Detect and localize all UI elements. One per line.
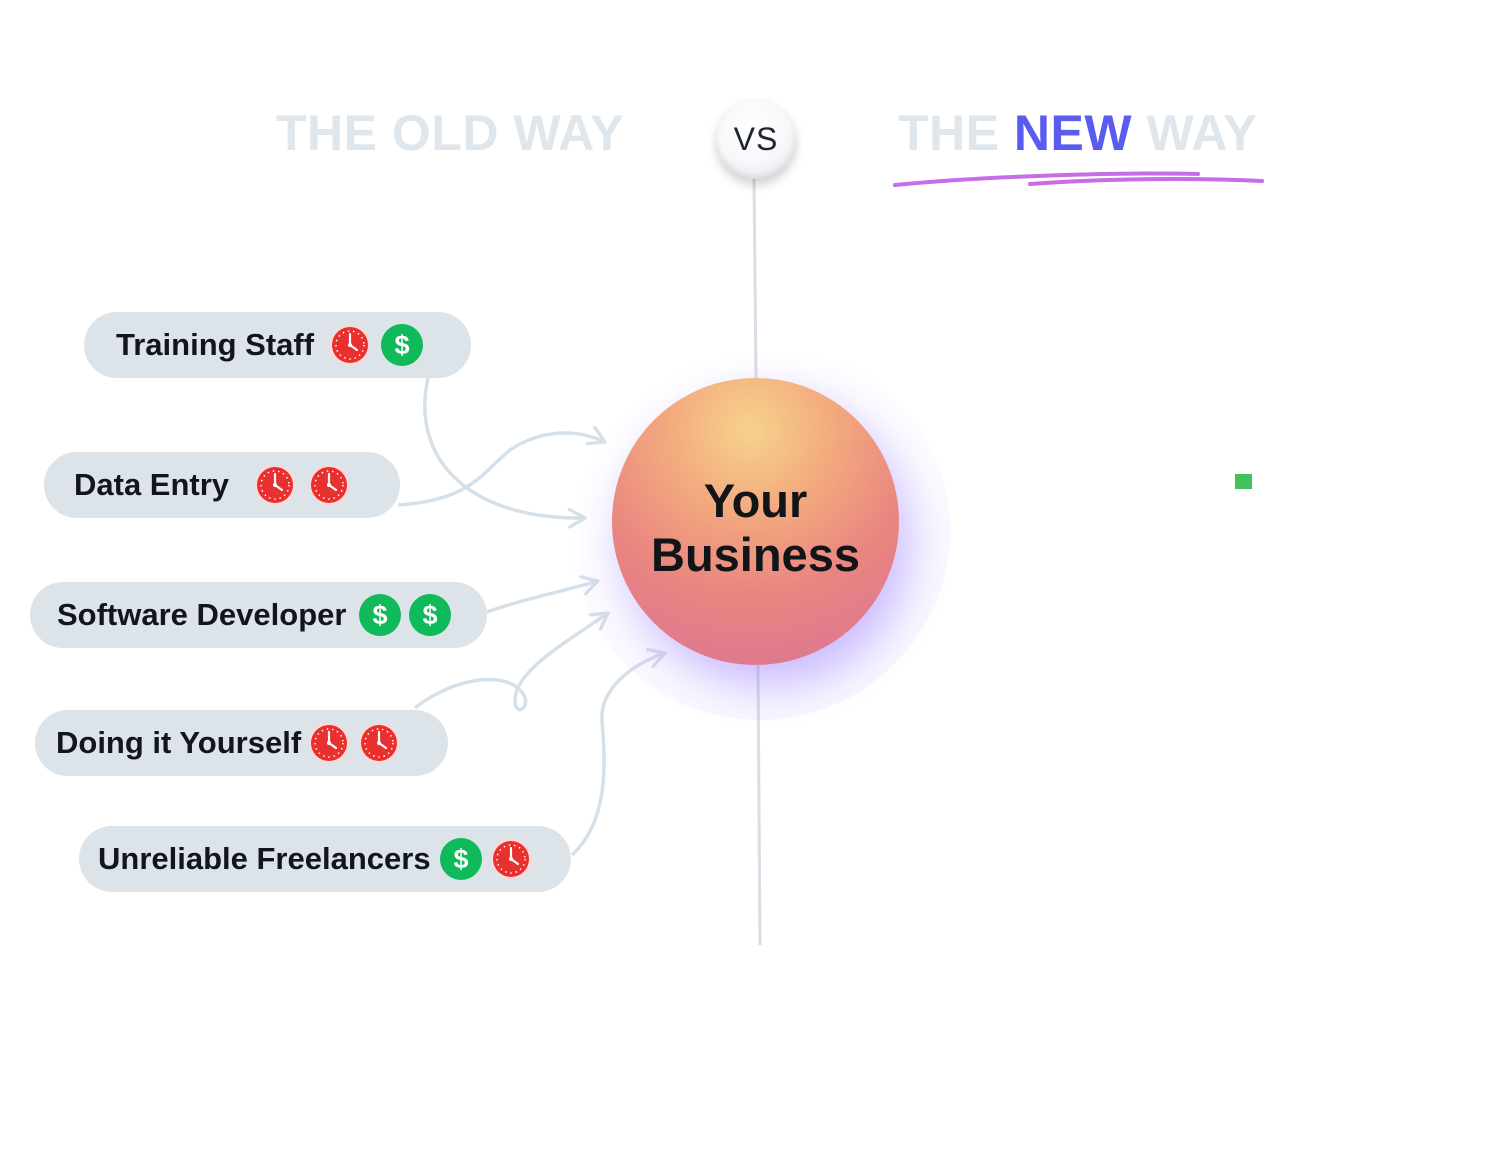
arrow-training-staff <box>423 377 587 529</box>
pill-label: Unreliable Freelancers <box>98 841 431 876</box>
dollar-icon: $ <box>409 594 452 636</box>
new-way-underline <box>893 171 1264 187</box>
arrow-software-developer <box>486 575 600 614</box>
pill-doing-it-yourself: Doing it Yourself <box>35 710 448 776</box>
clock-icon <box>309 723 350 763</box>
your-business-circle: Your Business <box>612 378 899 665</box>
new-way-prefix: THE <box>898 105 1014 161</box>
arrow-data-entry <box>397 425 607 507</box>
cost-icons <box>253 463 351 507</box>
dollar-icon: $ <box>381 324 424 366</box>
timeline-line-bottom <box>756 664 762 946</box>
vs-label: VS <box>733 120 779 157</box>
arrow-doing-it-yourself <box>413 611 610 712</box>
pill-label: Doing it Yourself <box>56 725 302 760</box>
green-square-marker <box>1235 474 1252 489</box>
clock-icon <box>490 839 531 879</box>
pill-label: Data Entry <box>74 467 230 502</box>
dollar-icon: $ <box>439 838 482 880</box>
clock-icon <box>330 325 371 365</box>
new-way-heading: THE NEW WAY <box>898 104 1257 162</box>
pill-label: Training Staff <box>116 327 315 362</box>
clock-icon <box>359 723 400 763</box>
dollar-icon: $ <box>359 594 402 636</box>
svg-text:$: $ <box>423 600 438 630</box>
cost-icons: $ <box>439 837 533 881</box>
cost-icons <box>307 721 401 765</box>
clock-icon <box>309 465 350 505</box>
cost-icons: $ <box>328 323 424 367</box>
pill-unreliable-freelancers: Unreliable Freelancers $ <box>79 826 571 892</box>
timeline-line-top <box>752 177 758 381</box>
svg-text:$: $ <box>453 844 468 874</box>
new-way-accent: NEW <box>1013 105 1133 161</box>
your-business-label: Your Business <box>651 473 860 581</box>
vs-badge: VS <box>716 99 796 179</box>
cost-icons: $$ <box>358 593 452 637</box>
pill-label: Software Developer <box>57 597 347 632</box>
new-way-suffix: WAY <box>1132 105 1258 161</box>
pill-software-developer: Software Developer $$ <box>30 582 487 648</box>
clock-icon <box>255 465 296 505</box>
old-way-heading: THE OLD WAY <box>276 105 625 161</box>
pill-training-staff: Training Staff $ <box>84 312 471 378</box>
arrow-unreliable-freelancers <box>570 648 667 857</box>
pill-data-entry: Data Entry <box>44 452 400 518</box>
svg-text:$: $ <box>373 600 388 630</box>
svg-text:$: $ <box>395 330 410 360</box>
